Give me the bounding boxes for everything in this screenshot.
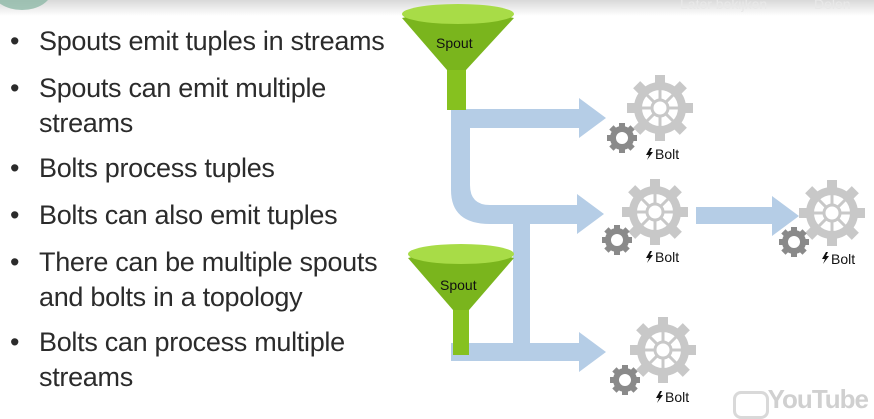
bullet-item: Bolts process tuples [10,151,410,186]
spout-label: Spout [436,35,473,51]
stream-lines [451,98,799,372]
bolt-4: Bolt [610,317,696,405]
bolt-label: Bolt [655,249,679,265]
youtube-play-icon[interactable] [733,391,769,419]
bolt-label: Bolt [665,389,689,405]
lightning-icon [656,391,663,403]
bolt-1: Bolt [607,75,693,162]
gear-icon [610,365,640,395]
gear-icon [779,227,809,257]
gear-icon [622,179,688,245]
gear-icon [607,123,637,153]
spout-funnel-top: Spout [402,4,514,110]
channel-avatar[interactable] [0,0,52,10]
lightning-icon [646,251,653,263]
spout-label: Spout [440,277,477,293]
bolt-3: Bolt [779,180,865,267]
spout-funnel-bottom: Spout [408,244,514,355]
bullet-item: Spouts can emit multiple streams [10,71,369,141]
lightning-icon [822,252,829,264]
bullet-item: Bolts can also emit tuples [10,198,410,233]
gear-icon [602,225,632,255]
bolt-2: Bolt [602,179,688,265]
lightning-icon [646,148,653,160]
bullet-item: Bolts can process multiple streams [10,325,379,395]
gear-icon [799,180,865,246]
gear-icon [630,317,696,383]
bolt-label: Bolt [655,146,679,162]
bolt-label: Bolt [831,251,855,267]
youtube-logo[interactable]: YouTube [767,384,869,414]
watch-later-button[interactable]: Later bekijken [680,0,768,12]
share-button[interactable]: Delen [814,0,851,12]
gear-icon [627,75,693,141]
bullet-item: There can be multiple spouts and bolts i… [10,245,419,315]
bullet-list: Spouts emit tuples in streams Spouts can… [10,24,410,407]
bullet-item: Spouts emit tuples in streams [10,24,410,59]
